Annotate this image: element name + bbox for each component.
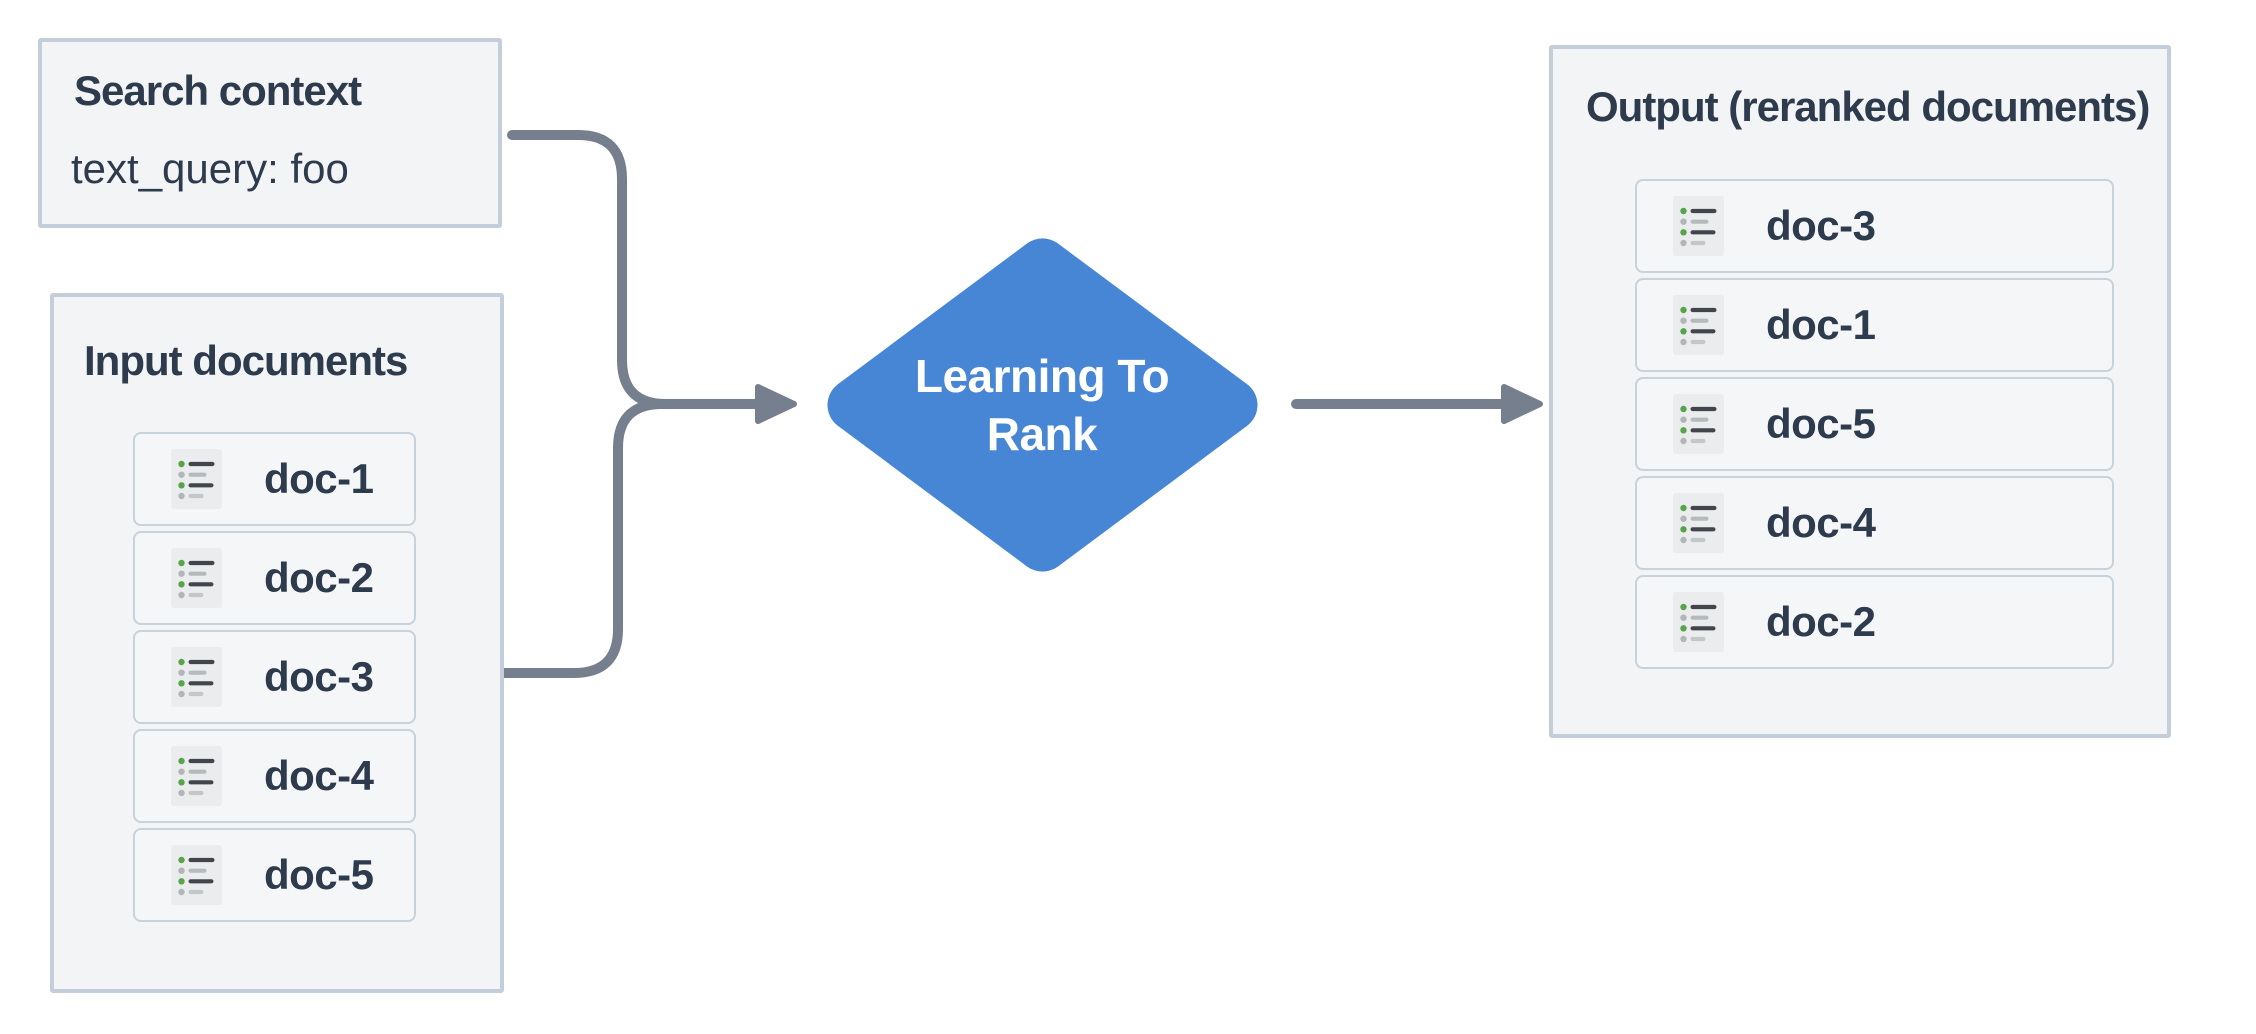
input-documents-title: Input documents — [84, 337, 408, 384]
doc-label: doc-3 — [264, 653, 374, 700]
doc-list-icon — [1673, 592, 1724, 652]
doc-list-icon — [171, 845, 222, 905]
doc-row: doc-1 — [1635, 278, 2114, 372]
doc-label: doc-4 — [264, 752, 374, 799]
doc-row: doc-2 — [1635, 575, 2114, 669]
output-title: Output (reranked documents) — [1586, 83, 2150, 130]
doc-row: doc-3 — [1635, 179, 2114, 273]
doc-list-icon — [1673, 196, 1724, 256]
doc-row: doc-1 — [133, 432, 416, 526]
ltr-node-label-line2: Rank — [986, 408, 1098, 460]
doc-row: doc-5 — [133, 828, 416, 922]
doc-list-icon — [1673, 493, 1724, 553]
ltr-node-label-line1: Learning To — [914, 350, 1170, 402]
ltr-node-label: Learning To Rank — [892, 347, 1192, 463]
doc-label: doc-2 — [264, 554, 374, 601]
input-doc-list: doc-1 doc-2 — [133, 432, 416, 927]
search-query-text: text_query: foo — [71, 145, 349, 192]
input-documents-panel: Input documents doc-1 — [50, 293, 504, 993]
doc-list-icon — [171, 548, 222, 608]
doc-list-icon — [171, 647, 222, 707]
doc-list-icon — [171, 449, 222, 509]
doc-row: doc-4 — [1635, 476, 2114, 570]
input-docs-connector — [498, 399, 761, 678]
doc-list-icon — [1673, 394, 1724, 454]
doc-label: doc-5 — [264, 851, 374, 898]
doc-label: doc-4 — [1766, 499, 1876, 546]
doc-list-icon — [1673, 295, 1724, 355]
ltr-diamond-shape — [827, 238, 1258, 572]
search-context-title: Search context — [74, 67, 362, 114]
doc-row: doc-5 — [1635, 377, 2114, 471]
doc-label: doc-5 — [1766, 400, 1876, 447]
doc-list-icon — [171, 746, 222, 806]
doc-row: doc-4 — [133, 729, 416, 823]
doc-row: doc-3 — [133, 630, 416, 724]
doc-row: doc-2 — [133, 531, 416, 625]
doc-label: doc-1 — [264, 455, 374, 502]
merge-arrowhead-icon — [755, 384, 797, 424]
output-panel: Output (reranked documents) doc-3 — [1549, 45, 2171, 738]
search-context-panel: Search context text_query: foo — [38, 38, 502, 228]
output-arrowhead-icon — [1501, 384, 1543, 424]
doc-label: doc-1 — [1766, 301, 1876, 348]
search-context-connector — [507, 130, 761, 409]
output-doc-list: doc-3 doc-1 — [1635, 179, 2114, 674]
doc-label: doc-3 — [1766, 202, 1876, 249]
doc-label: doc-2 — [1766, 598, 1876, 645]
